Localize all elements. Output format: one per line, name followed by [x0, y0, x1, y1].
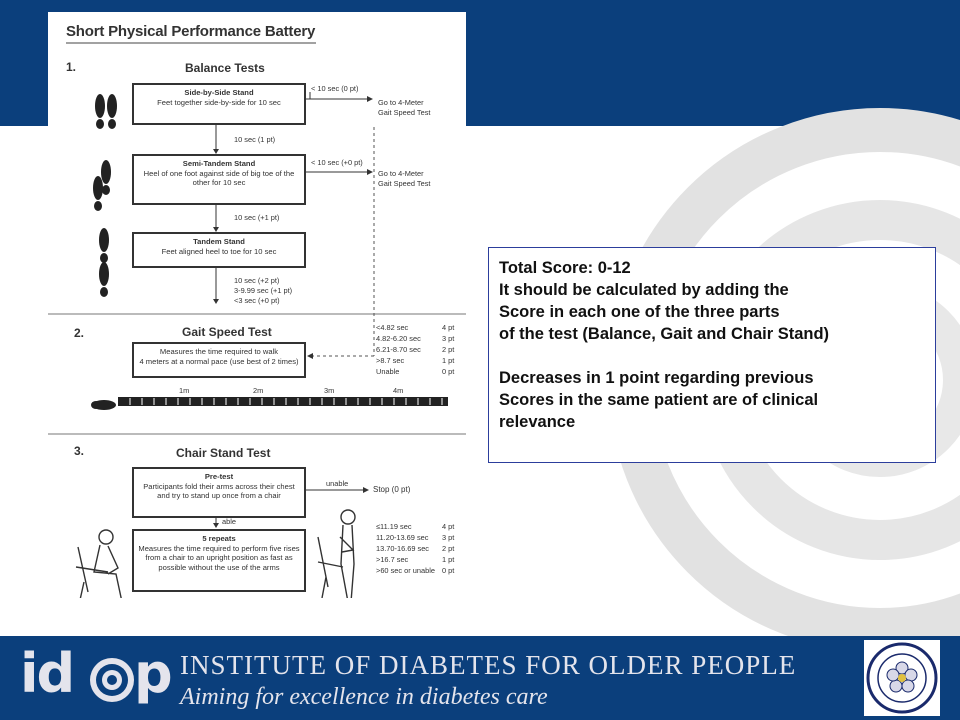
- callout-line-1: Total Score: 0-12: [499, 259, 631, 277]
- association-seal-icon: [864, 640, 940, 716]
- gait-pts-0: 4 pt: [442, 323, 455, 332]
- gait-pts-1: 3 pt: [442, 334, 455, 343]
- chair-number: 3.: [74, 444, 85, 458]
- balance-number: 1.: [66, 60, 77, 74]
- seated-person-right-icon: [317, 509, 356, 598]
- gait-desc1: Measures the time required to walk: [159, 347, 279, 356]
- gait-desc2: 4 meters at a normal pace (use best of 2…: [139, 356, 299, 366]
- repeats-desc2: from a chair to an upright position as f…: [145, 553, 293, 563]
- seated-person-left-icon: [75, 529, 122, 598]
- gait-time-1: 4.82-6.20 sec: [376, 334, 421, 343]
- goto-gait-1a: Go to 4-Meter: [378, 98, 424, 107]
- callout-line-7: relevance: [499, 413, 576, 431]
- target-icon: [90, 658, 134, 702]
- pretest-desc1: Participants fold their arms across thei…: [143, 481, 295, 491]
- tandem-score-3: <3 sec (+0 pt): [234, 296, 280, 305]
- tandem-title: Tandem Stand: [193, 237, 245, 246]
- document-title: Short Physical Performance Battery: [66, 23, 316, 40]
- gait-pts-2: 2 pt: [442, 345, 455, 354]
- side-by-side-title: Side-by-Side Stand: [184, 88, 254, 97]
- chair-pts-4: 0 pt: [442, 566, 455, 575]
- gait-time-4: Unable: [376, 367, 400, 376]
- semi-tandem-title: Semi-Tandem Stand: [182, 159, 256, 168]
- side-by-side-desc: Feet together side-by-side for 10 sec: [157, 97, 281, 107]
- meter-4: 4m: [393, 386, 404, 395]
- logo-letter-p: p: [134, 642, 173, 705]
- gait-number: 2.: [74, 326, 85, 340]
- footer-banner: id p INSTITUTE OF DIABETES FOR OLDER PEO…: [0, 636, 960, 720]
- gait-pts-4: 0 pt: [442, 367, 455, 376]
- tandem-desc: Feet aligned heel to toe for 10 sec: [161, 246, 277, 256]
- goto-gait-2a: Go to 4-Meter: [378, 169, 424, 178]
- able-label: able: [222, 517, 236, 526]
- pretest-unable-label: unable: [326, 479, 349, 488]
- sppb-document: Short Physical Performance Battery 1. Ba…: [48, 12, 466, 598]
- gait-time-0: <4.82 sec: [376, 323, 409, 332]
- side-by-side-fail: < 10 sec (0 pt): [311, 84, 359, 93]
- chair-time-0: ≤11.19 sec: [376, 522, 412, 531]
- gait-pts-3: 1 pt: [442, 356, 455, 365]
- repeats-title: 5 repeats: [202, 534, 236, 543]
- meter-2: 2m: [253, 386, 264, 395]
- semi-tandem-desc2: other for 10 sec: [192, 178, 246, 188]
- tandem-score-2: 3-9.99 sec (+1 pt): [234, 286, 293, 295]
- side-by-side-box: Side-by-Side Stand Feet together side-by…: [132, 83, 306, 125]
- total-score-callout: Total Score: 0-12 It should be calculate…: [488, 247, 936, 463]
- pretest-title: Pre-test: [204, 472, 234, 481]
- stop-label: Stop (0 pt): [373, 485, 411, 494]
- callout-spacer: [499, 345, 935, 367]
- gait-time-3: >8.7 sec: [376, 356, 405, 365]
- side-by-side-pass: 10 sec (1 pt): [234, 135, 276, 144]
- chair-pts-2: 2 pt: [442, 544, 455, 553]
- chair-pts-3: 1 pt: [442, 555, 455, 564]
- chair-pts-1: 3 pt: [442, 533, 455, 542]
- callout-line-4: of the test (Balance, Gait and Chair Sta…: [499, 325, 830, 343]
- repeats-box: 5 repeats Measures the time required to …: [132, 529, 306, 592]
- semi-tandem-pass: 10 sec (+1 pt): [234, 213, 280, 222]
- meter-3: 3m: [324, 386, 335, 395]
- goto-gait-2b: Gait Speed Test: [378, 179, 431, 188]
- logo-letters-id: id: [20, 642, 75, 705]
- pretest-box: Pre-test Participants fold their arms ac…: [132, 467, 306, 518]
- gait-box: Measures the time required to walk 4 met…: [132, 342, 306, 378]
- chair-time-1: 11.20-13.69 sec: [376, 533, 429, 542]
- repeats-desc3: possible without the use of the arms: [158, 562, 280, 572]
- goto-gait-1b: Gait Speed Test: [378, 108, 431, 117]
- callout-line-5: Decreases in 1 point regarding previous: [499, 369, 814, 387]
- callout-line-6: Scores in the same patient are of clinic…: [499, 391, 819, 409]
- pretest-desc2: and try to stand up once from a chair: [157, 491, 281, 501]
- semi-tandem-desc1: Heel of one foot against side of big toe…: [143, 168, 295, 178]
- tandem-score-1: 10 sec (+2 pt): [234, 276, 280, 285]
- chair-time-2: 13.70-16.69 sec: [376, 544, 430, 553]
- tandem-box: Tandem Stand Feet aligned heel to toe fo…: [132, 232, 306, 268]
- callout-line-3: Score in each one of the three parts: [499, 303, 780, 321]
- meter-1: 1m: [179, 386, 190, 395]
- flowchart-lines: [48, 42, 466, 598]
- chair-heading: Chair Stand Test: [176, 446, 271, 460]
- callout-line-2: It should be calculated by adding the: [499, 281, 789, 299]
- chair-pts-0: 4 pt: [442, 522, 455, 531]
- balance-heading: Balance Tests: [185, 61, 265, 75]
- repeats-desc1: Measures the time required to perform fi…: [138, 543, 300, 553]
- gait-heading: Gait Speed Test: [182, 325, 272, 339]
- gait-time-2: 6.21-8.70 sec: [376, 345, 421, 354]
- chair-time-4: >60 sec or unable: [376, 566, 435, 575]
- semi-tandem-box: Semi-Tandem Stand Heel of one foot again…: [132, 154, 306, 205]
- institute-name: INSTITUTE OF DIABETES FOR OLDER PEOPLE: [180, 650, 797, 680]
- footprints-icon: [91, 94, 117, 410]
- tagline: Aiming for excellence in diabetes care: [180, 684, 548, 710]
- chair-time-3: >16.7 sec: [376, 555, 409, 564]
- semi-tandem-fail: < 10 sec (+0 pt): [311, 158, 363, 167]
